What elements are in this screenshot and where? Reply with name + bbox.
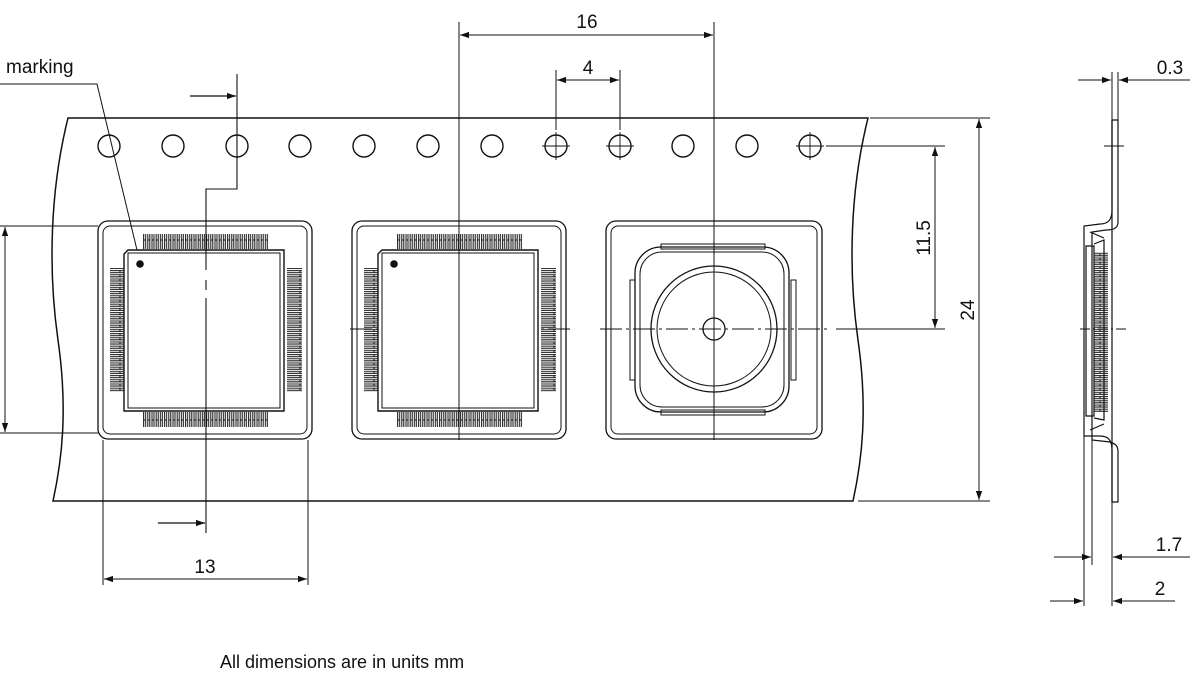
dim-cover-thickness: 0.3 — [1157, 58, 1183, 79]
dim-pocket-width: 13 — [194, 557, 215, 578]
dim-pocket-pitch: 16 — [576, 12, 597, 33]
dim-carrier-thickness: 1.7 — [1156, 535, 1182, 556]
side-view — [1080, 72, 1128, 606]
side-dimension-arrows — [1050, 76, 1190, 605]
dim-tape-width: 24 — [958, 299, 979, 321]
marking-label: marking — [6, 57, 74, 78]
pocket-1-chip — [97, 220, 313, 440]
dim-pocket-depth: 2 — [1155, 579, 1166, 600]
dim-hole-pitch: 4 — [583, 58, 594, 79]
section-cut-a — [206, 74, 237, 533]
units-note: All dimensions are in units mm — [220, 652, 465, 672]
dimension-lines — [0, 22, 990, 585]
carrier-tape — [52, 118, 868, 501]
dim-hole-to-center: 11.5 — [914, 220, 935, 256]
